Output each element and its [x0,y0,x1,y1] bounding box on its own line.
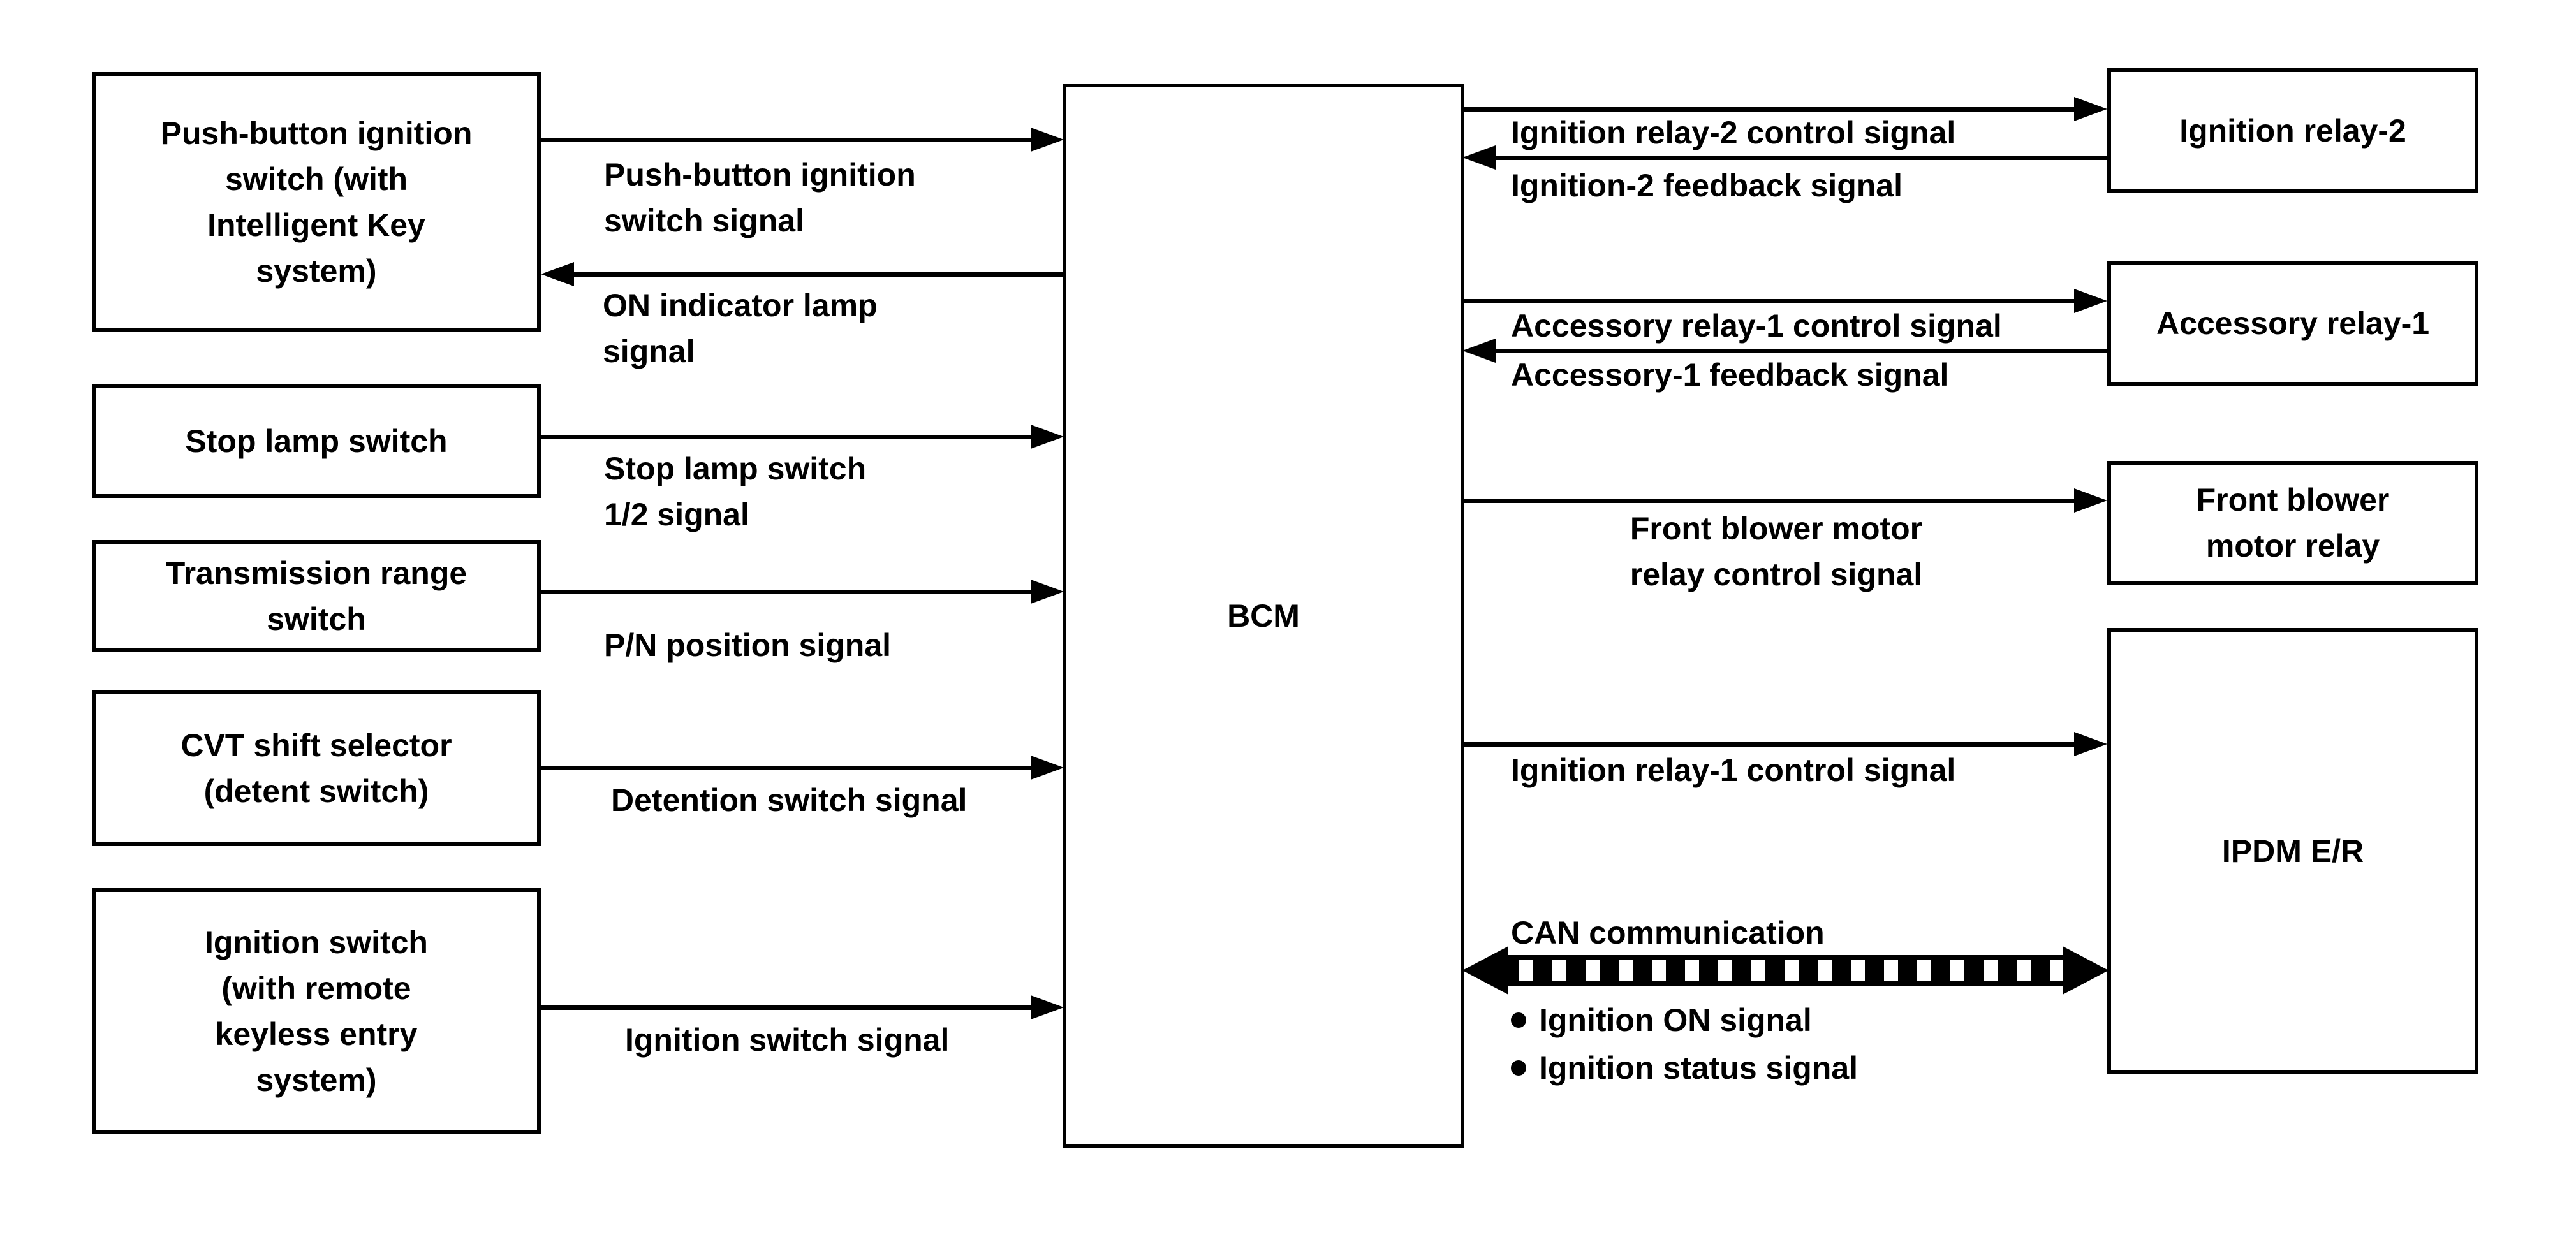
label-pn-position-signal: P/N position signal [604,627,892,663]
arrow-line [541,766,1032,770]
label-front-blower-motor-relay-control-signal: Front blower motor relay control signal [1582,506,1971,597]
node-label-line: Transmission range [165,555,467,591]
label-line: signal [603,333,695,369]
label-line: Push-button ignition [604,157,916,193]
label-ignition-relay-1-control-signal: Ignition relay-1 control signal [1511,752,1956,788]
label-line: Stop lamp switch [604,451,867,486]
arrowhead-right [1031,128,1064,152]
node-label-line: switch [267,601,366,637]
node-label-line: motor relay [2205,528,2380,564]
node-label-line: IPDM E/R [2221,833,2364,869]
arrowhead-right [1031,580,1064,604]
node-label-line: switch (with [224,161,408,197]
arrowhead-right [2074,289,2107,313]
node-label-line: Accessory relay-1 [2156,305,2430,341]
node-ignition-switch: Ignition switch (with remote keyless ent… [92,888,541,1134]
bullet-icon [1511,1060,1526,1076]
label-line: relay control signal [1630,557,1923,592]
arrow-line [1496,349,2109,353]
label-line: Front blower motor [1630,511,1923,546]
label-ignition-switch-signal: Ignition switch signal [625,1022,950,1058]
can-signal-item: Ignition status signal [1511,1045,1858,1091]
can-signal-item: Ignition ON signal [1511,997,1812,1043]
arrow-line [541,435,1032,439]
arrow-line [1496,156,2109,160]
arrow-line [1462,107,2074,112]
arrowhead-right [1031,425,1064,449]
arrowhead-left [541,262,574,286]
node-bcm: BCM [1063,84,1464,1148]
label-detention-switch-signal: Detention switch signal [611,782,968,818]
label-can-communication: CAN communication [1511,915,1825,951]
node-label-line: Push-button ignition [160,115,473,151]
node-ignition-relay-2: Ignition relay-2 [2107,68,2478,193]
label-ignition-2-feedback-signal: Ignition-2 feedback signal [1511,168,1903,203]
label-ignition-relay-2-control-signal: Ignition relay-2 control signal [1511,115,1956,150]
arrow-line [1462,742,2074,747]
arrow-line [541,590,1032,594]
arrowhead-right [1031,756,1064,780]
arrow-line [541,1005,1032,1010]
node-label-line: CVT shift selector [180,727,452,763]
node-label-line: system) [256,253,377,289]
node-label-line: BCM [1227,597,1300,634]
arrowhead-left [1462,339,1496,363]
node-label-line: (with remote [221,970,411,1006]
arrow-line [1462,499,2074,503]
can-dashed-line [1500,955,2068,986]
label-stop-lamp-switch-signal: Stop lamp switch 1/2 signal [604,446,866,537]
node-label-line: Stop lamp switch [185,423,448,459]
node-label-line: system) [256,1062,377,1098]
node-label-line: Ignition relay-2 [2179,113,2406,149]
node-label-line: Intelligent Key [207,207,425,243]
arrowhead-right [2074,97,2107,121]
node-cvt-shift-selector: CVT shift selector (detent switch) [92,690,541,846]
label-line: ON indicator lamp [603,288,878,323]
arrowhead-right [2074,732,2107,756]
node-stop-lamp-switch: Stop lamp switch [92,384,541,498]
arrow-line [541,138,1032,142]
node-label-line: Front blower [2196,482,2390,518]
arrowhead-right [2063,946,2109,995]
label-line: 1/2 signal [604,497,749,532]
label-accessory-1-feedback-signal: Accessory-1 feedback signal [1511,357,1949,393]
arrowhead-right [1031,995,1064,1019]
node-ipdm-er: IPDM E/R [2107,628,2478,1074]
label-ignition-on-signal: Ignition ON signal [1539,1002,1812,1038]
node-front-blower-motor-relay: Front blower motor relay [2107,461,2478,585]
arrow-line [574,272,1064,277]
arrowhead-left [1462,145,1496,170]
node-transmission-range-switch: Transmission range switch [92,540,541,652]
label-push-button-ignition-switch-signal: Push-button ignition switch signal [604,152,916,244]
label-line: switch signal [604,203,804,238]
label-accessory-relay-1-control-signal: Accessory relay-1 control signal [1511,308,2002,344]
node-label-line: keyless entry [215,1016,418,1052]
arrowhead-right [2074,488,2107,513]
label-on-indicator-lamp-signal: ON indicator lamp signal [603,282,878,374]
label-ignition-status-signal: Ignition status signal [1539,1050,1858,1086]
node-label-line: Ignition switch [205,924,428,960]
node-label-line: (detent switch) [203,773,429,809]
bullet-icon [1511,1012,1526,1028]
node-push-button-ignition-switch: Push-button ignition switch (with Intell… [92,72,541,332]
node-accessory-relay-1: Accessory relay-1 [2107,261,2478,386]
arrow-line [1462,299,2074,303]
